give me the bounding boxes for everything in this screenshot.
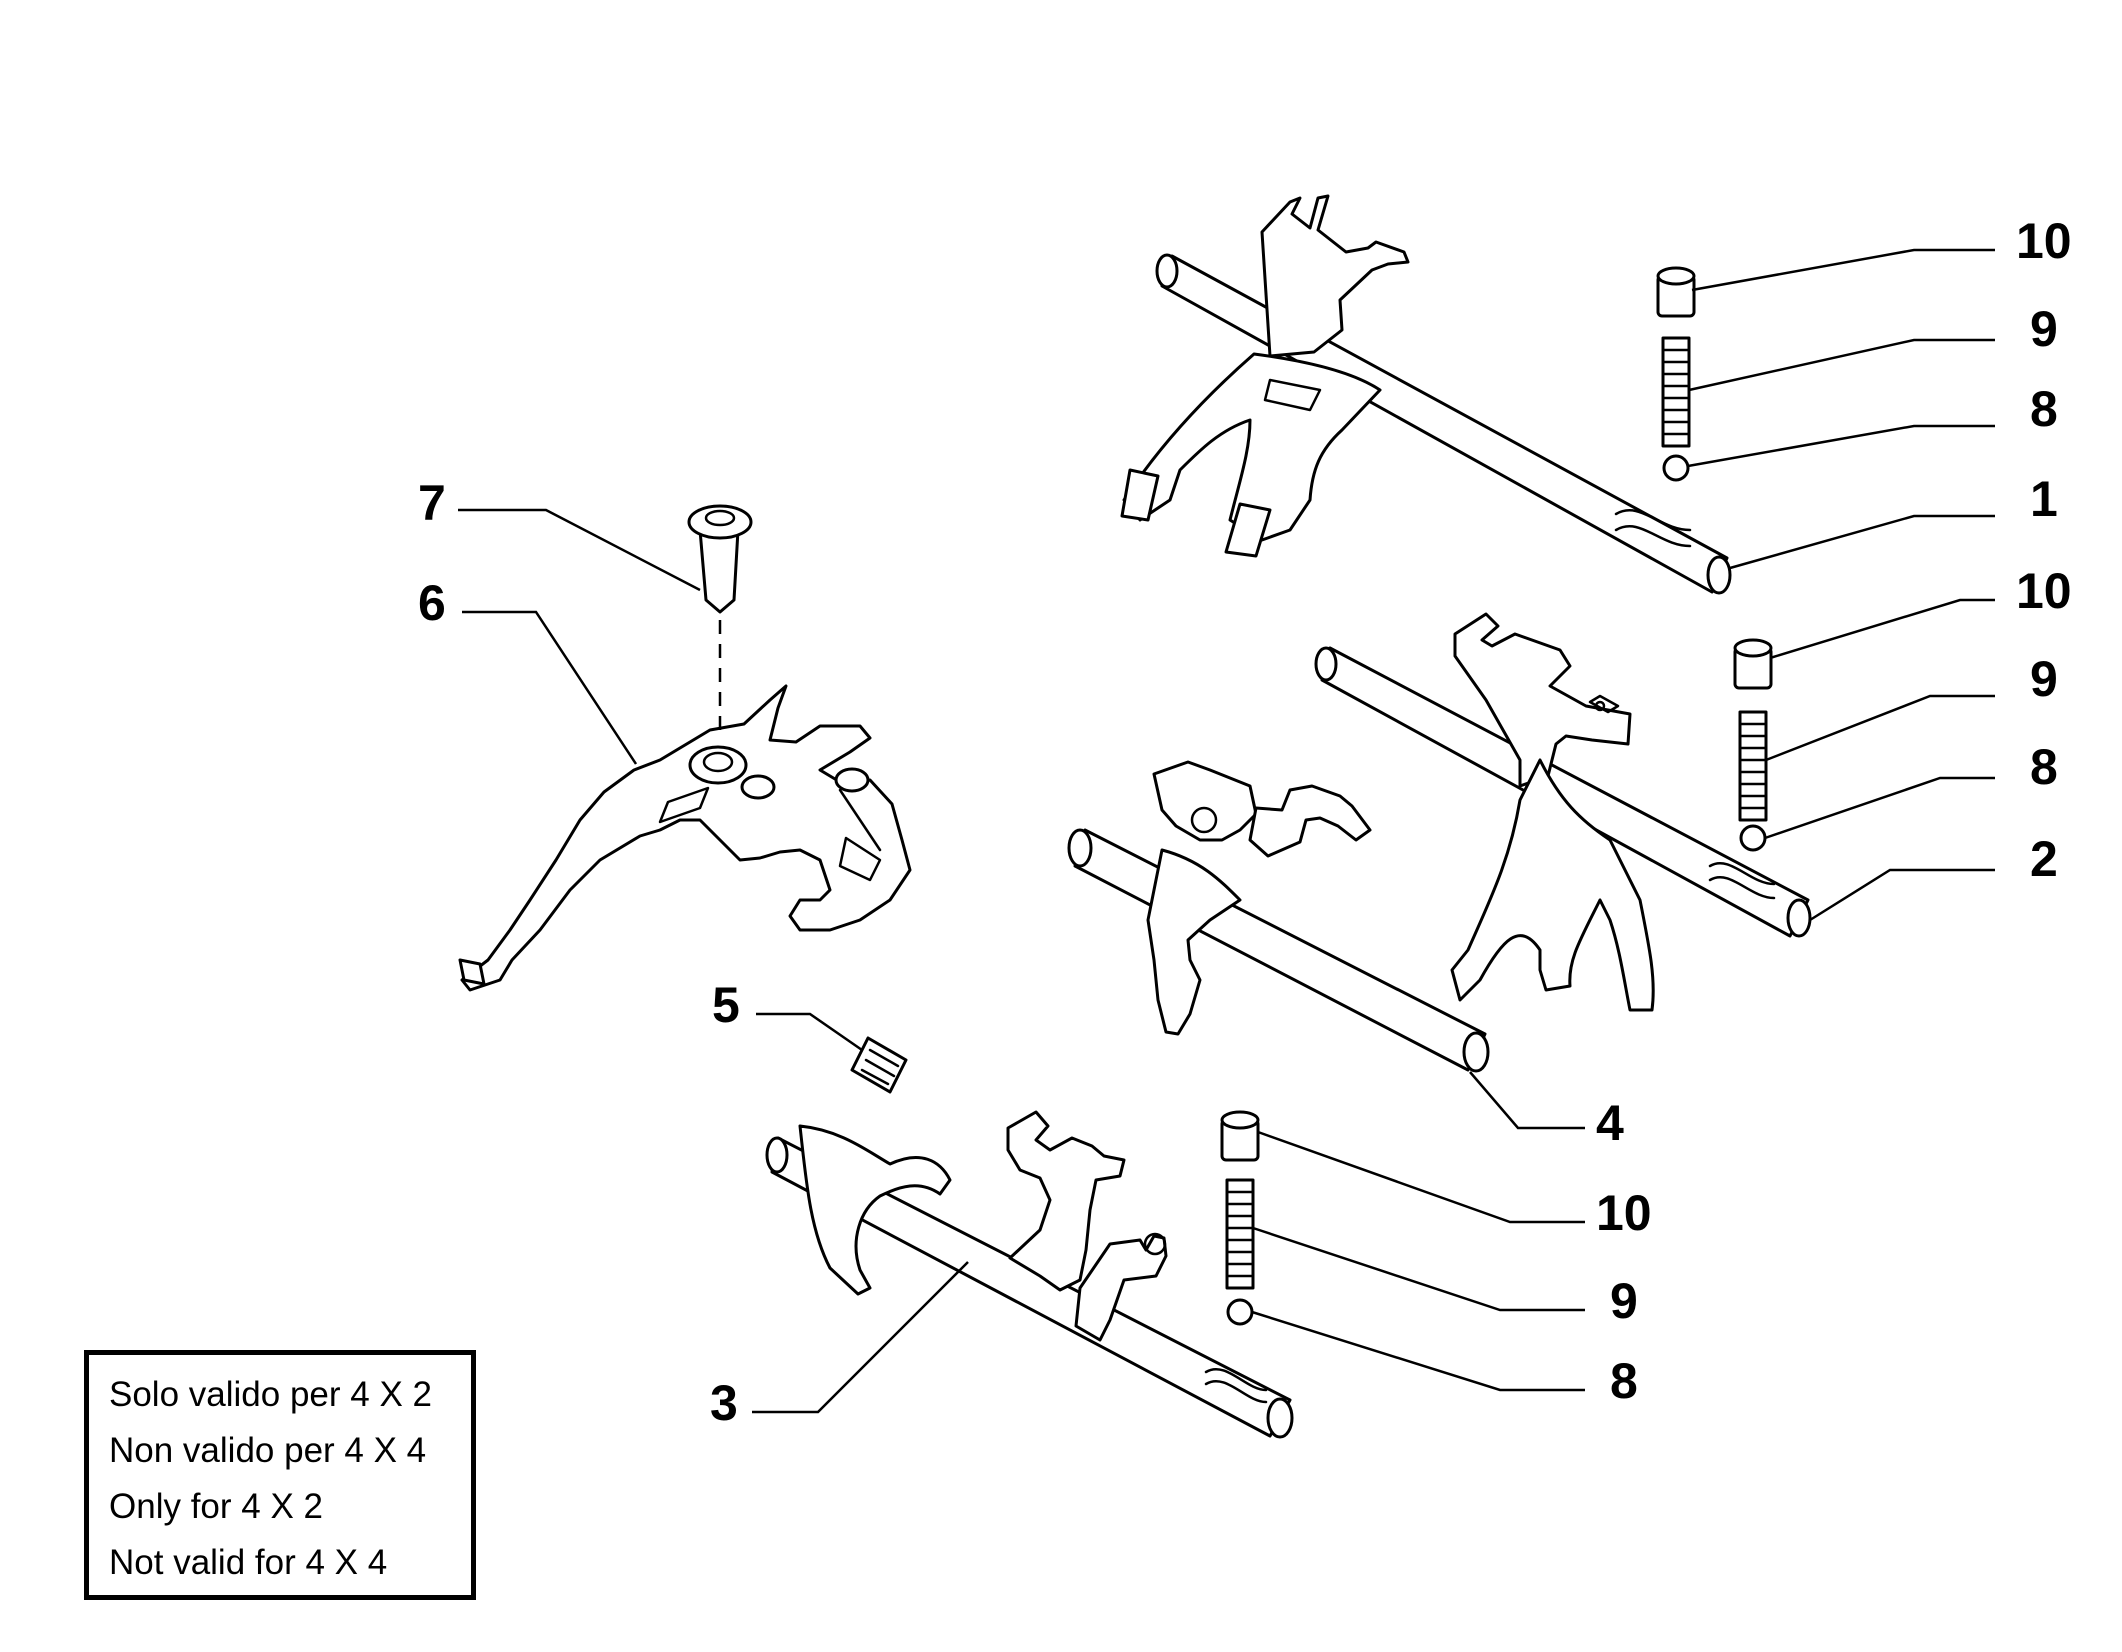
callout-4: 4 bbox=[1596, 1095, 1624, 1151]
part-7-pin bbox=[687, 504, 753, 735]
note-line: Not valid for 4 X 4 bbox=[109, 1543, 388, 1582]
detent-set-1 bbox=[1656, 266, 1696, 482]
callout-10-a: 10 bbox=[2016, 213, 2072, 269]
note-line: Solo valido per 4 X 2 bbox=[109, 1375, 432, 1414]
callout-10-c: 10 bbox=[1596, 1185, 1652, 1241]
part-5-roll-pin bbox=[850, 1036, 908, 1094]
part-6-shift-lever bbox=[458, 684, 912, 992]
part-4-shift-rod-with-selector bbox=[1067, 760, 1490, 1073]
part-2-shift-rod-with-fork bbox=[1314, 612, 1812, 1012]
callout-8-c: 8 bbox=[1610, 1353, 1638, 1409]
callout-9-c: 9 bbox=[1610, 1273, 1638, 1329]
callout-2: 2 bbox=[2030, 831, 2058, 887]
leader-lines bbox=[458, 248, 1995, 1414]
detent-set-2 bbox=[1733, 638, 1773, 852]
callout-numbers: 10 9 8 1 10 9 8 2 4 10 9 8 3 5 6 7 bbox=[418, 213, 2072, 1431]
note-line: Only for 4 X 2 bbox=[109, 1487, 323, 1526]
applicability-note: Solo valido per 4 X 2 Non valido per 4 X… bbox=[84, 1350, 476, 1600]
part-1-shift-rod-with-fork bbox=[1120, 194, 1732, 595]
callout-3: 3 bbox=[710, 1375, 738, 1431]
detent-set-3 bbox=[1220, 1110, 1260, 1326]
note-line: Non valido per 4 X 4 bbox=[109, 1431, 427, 1470]
callout-9-a: 9 bbox=[2030, 301, 2058, 357]
callout-6: 6 bbox=[418, 575, 446, 631]
callout-8-a: 8 bbox=[2030, 381, 2058, 437]
callout-10-b: 10 bbox=[2016, 563, 2072, 619]
callout-7: 7 bbox=[418, 475, 446, 531]
callout-9-b: 9 bbox=[2030, 651, 2058, 707]
callout-8-b: 8 bbox=[2030, 739, 2058, 795]
part-3-shift-rod-with-forks bbox=[765, 1110, 1294, 1439]
callout-5: 5 bbox=[712, 977, 740, 1033]
callout-1: 1 bbox=[2030, 471, 2058, 527]
